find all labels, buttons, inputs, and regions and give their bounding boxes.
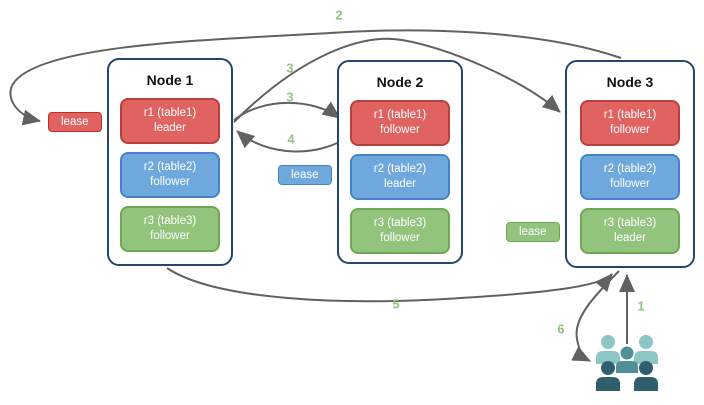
arrow-label-3b: 3: [286, 89, 294, 105]
node-3: Node 3 r1 (table1) follower r2 (table2) …: [565, 60, 695, 268]
node-3-replica-r3: r3 (table3) leader: [580, 208, 680, 254]
replica-name: r1 (table1): [373, 109, 427, 122]
arrow-5-node1-to-node3: [166, 267, 613, 303]
replica-name: r1 (table1): [603, 109, 657, 122]
node-3-replica-r2: r2 (table2) follower: [580, 154, 680, 200]
arrow-label-3a: 3: [286, 60, 294, 76]
node-2-replica-r2: r2 (table2) leader: [350, 154, 450, 200]
arrow-label-1: 1: [637, 298, 645, 314]
replica-role: follower: [380, 232, 420, 244]
node-1-replica-r1: r1 (table1) leader: [120, 98, 220, 144]
replica-role: follower: [150, 176, 190, 188]
replica-name: r1 (table1): [143, 107, 197, 120]
node-1-replica-r2: r2 (table2) follower: [120, 152, 220, 198]
replica-role: leader: [154, 122, 186, 134]
lease-badge-red: lease: [48, 112, 102, 132]
lease-badge-green: lease: [506, 222, 560, 242]
arrow-label-5: 5: [392, 296, 400, 312]
node-1: Node 1 r1 (table1) leader r2 (table2) fo…: [107, 58, 233, 266]
replica-role: follower: [610, 178, 650, 190]
users-group-icon: [596, 335, 658, 391]
replica-name: r2 (table2): [143, 161, 197, 174]
arrow-6-node3-to-users: [571, 270, 620, 362]
replica-role: follower: [150, 230, 190, 242]
arrow-label-4: 4: [287, 131, 295, 147]
replica-name: r2 (table2): [603, 163, 657, 176]
replica-name: r3 (table3): [143, 215, 197, 228]
lease-badge-blue: lease: [278, 165, 332, 185]
node-2-title: Node 2: [376, 74, 424, 90]
replica-role: follower: [380, 124, 420, 136]
arrow-3-node1r1-to-node3r1: [233, 37, 561, 123]
replica-name: r3 (table3): [373, 217, 427, 230]
arrow-label-2: 2: [335, 7, 343, 23]
node-2: Node 2 r1 (table1) follower r2 (table2) …: [337, 60, 463, 264]
arrow-label-6: 6: [557, 321, 565, 337]
node-1-title: Node 1: [146, 72, 194, 88]
replica-name: r2 (table2): [373, 163, 427, 176]
node-2-replica-r1: r1 (table1) follower: [350, 100, 450, 146]
node-3-title: Node 3: [606, 74, 654, 90]
node-3-replica-r1: r1 (table1) follower: [580, 100, 680, 146]
replica-role: leader: [384, 178, 416, 190]
replica-role: leader: [614, 232, 646, 244]
arrow-2-node3-to-lease1: [9, 29, 622, 126]
replica-name: r3 (table3): [603, 217, 657, 230]
replica-role: follower: [610, 124, 650, 136]
arrow-3-node1r1-to-node2r1: [233, 101, 341, 121]
node-1-replica-r3: r3 (table3) follower: [120, 206, 220, 252]
node-2-replica-r3: r3 (table3) follower: [350, 208, 450, 254]
